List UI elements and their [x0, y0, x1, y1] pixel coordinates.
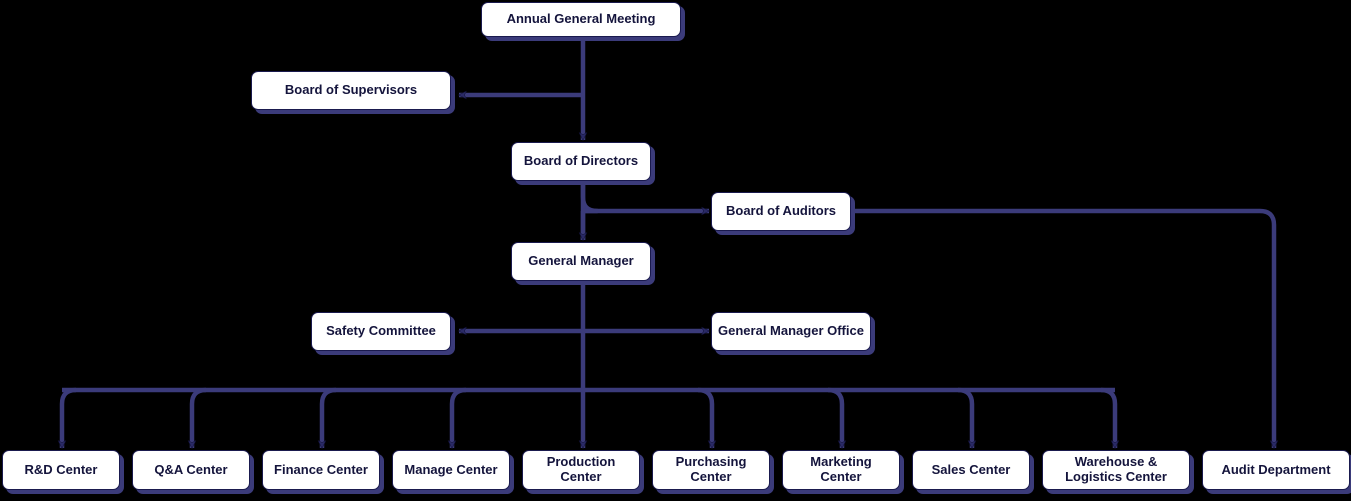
- node-label-audit: Audit Department: [1221, 461, 1331, 477]
- node-label-sales: Sales Center: [931, 461, 1011, 477]
- node-auditors[interactable]: Board of Auditors: [711, 192, 851, 231]
- wire-drop-qa: [192, 387, 207, 448]
- node-purchasing[interactable]: Purchasing Center: [652, 450, 770, 490]
- node-sales[interactable]: Sales Center: [912, 450, 1030, 490]
- node-safety[interactable]: Safety Committee: [311, 312, 451, 351]
- wire-drop-manage: [452, 387, 467, 448]
- wire-drop-purchasing: [697, 387, 712, 448]
- node-label-warehouse: Warehouse & Logistics Center: [1065, 454, 1167, 484]
- node-supervisors[interactable]: Board of Supervisors: [251, 71, 451, 110]
- node-gmoffice[interactable]: General Manager Office: [711, 312, 871, 351]
- node-label-finance: Finance Center: [274, 461, 368, 477]
- node-label-directors: Board of Directors: [523, 153, 639, 169]
- node-directors[interactable]: Board of Directors: [511, 142, 651, 181]
- wire-drop-finance: [322, 387, 337, 448]
- node-finance[interactable]: Finance Center: [262, 450, 380, 490]
- wire-drop-sales: [957, 387, 972, 448]
- node-label-gm: General Manager: [528, 253, 634, 269]
- wire-drop-warehouse: [1100, 387, 1115, 448]
- node-label-supervisors: Board of Supervisors: [284, 82, 418, 98]
- node-marketing[interactable]: Marketing Center: [782, 450, 900, 490]
- wire-drop-marketing: [827, 387, 842, 448]
- node-label-safety: Safety Committee: [326, 323, 436, 339]
- node-gm[interactable]: General Manager: [511, 242, 651, 281]
- node-audit[interactable]: Audit Department: [1202, 450, 1350, 490]
- node-rd[interactable]: R&D Center: [2, 450, 120, 490]
- node-label-rd: R&D Center: [24, 461, 98, 477]
- node-label-production: Production Center: [546, 454, 616, 484]
- node-manage[interactable]: Manage Center: [392, 450, 510, 490]
- wire-auditors-to-audit: [853, 208, 1274, 448]
- node-production[interactable]: Production Center: [522, 450, 640, 490]
- node-label-marketing: Marketing Center: [810, 454, 872, 484]
- node-label-manage: Manage Center: [404, 461, 498, 477]
- node-label-purchasing: Purchasing Center: [675, 454, 747, 484]
- node-warehouse[interactable]: Warehouse & Logistics Center: [1042, 450, 1190, 490]
- node-qa[interactable]: Q&A Center: [132, 450, 250, 490]
- node-label-auditors: Board of Auditors: [725, 203, 836, 219]
- node-label-qa: Q&A Center: [154, 461, 228, 477]
- node-label-agm: Annual General Meeting: [506, 11, 656, 27]
- wire-drop-rd: [62, 387, 77, 448]
- node-agm[interactable]: Annual General Meeting: [481, 2, 681, 37]
- node-label-gmoffice: General Manager Office: [718, 323, 864, 339]
